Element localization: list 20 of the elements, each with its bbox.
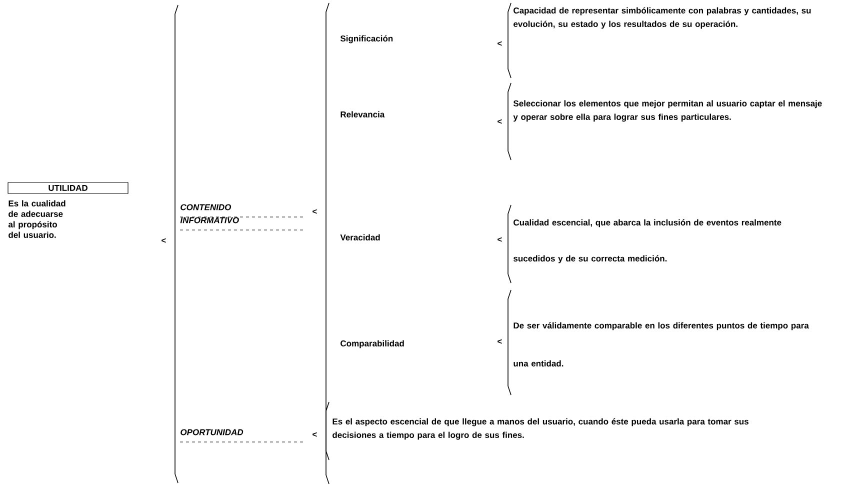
bracket-sign: <	[498, 339, 502, 344]
bracket-sign: <	[312, 432, 317, 437]
description-text: Cualidad escencial, que abarca la inclusión de eventos realmente sucedidos y de su correcta medición.	[514, 219, 782, 264]
description-text: Capacidad de representar simbólicamente con palabras y cantidades, su evolución, su estado y los resultados de su operación.	[514, 7, 811, 29]
bracket-sign: <	[498, 119, 502, 124]
description-text: Es el aspecto escencial de que llegue a manos del usuario, cuando éste pueda usarla para tomar sus decisiones a tiempo para el logro de sus fines.	[332, 418, 748, 440]
subcategory-label: Relevancia	[340, 111, 385, 118]
description-text: De ser válidamente comparable en los diferentes puntos de tiempo para una entidad.	[514, 322, 809, 366]
bracket-sign: <	[498, 237, 502, 242]
category-label: CONTENIDO INFORMATIVO	[180, 204, 239, 224]
subcategory-label: Comparabilidad	[340, 340, 404, 348]
bracket-sign: <	[162, 238, 166, 243]
bracket-sign: <	[312, 209, 317, 214]
bracket-sign: <	[498, 41, 502, 46]
caption-text: Es la cualidad de adecuarse al propósito del usuario.	[8, 200, 66, 238]
description-text: Seleccionar los elementos que mejor permitan al usuario captar el mensaje y operar sobre ella para lograr sus fines particulares.	[513, 100, 822, 122]
subcategory-label: Veracidad	[340, 234, 380, 240]
category-label: OPORTUNIDAD	[180, 429, 244, 436]
subcategory-label: Significación	[340, 35, 393, 44]
label-box: UTILIDAD	[8, 182, 128, 194]
